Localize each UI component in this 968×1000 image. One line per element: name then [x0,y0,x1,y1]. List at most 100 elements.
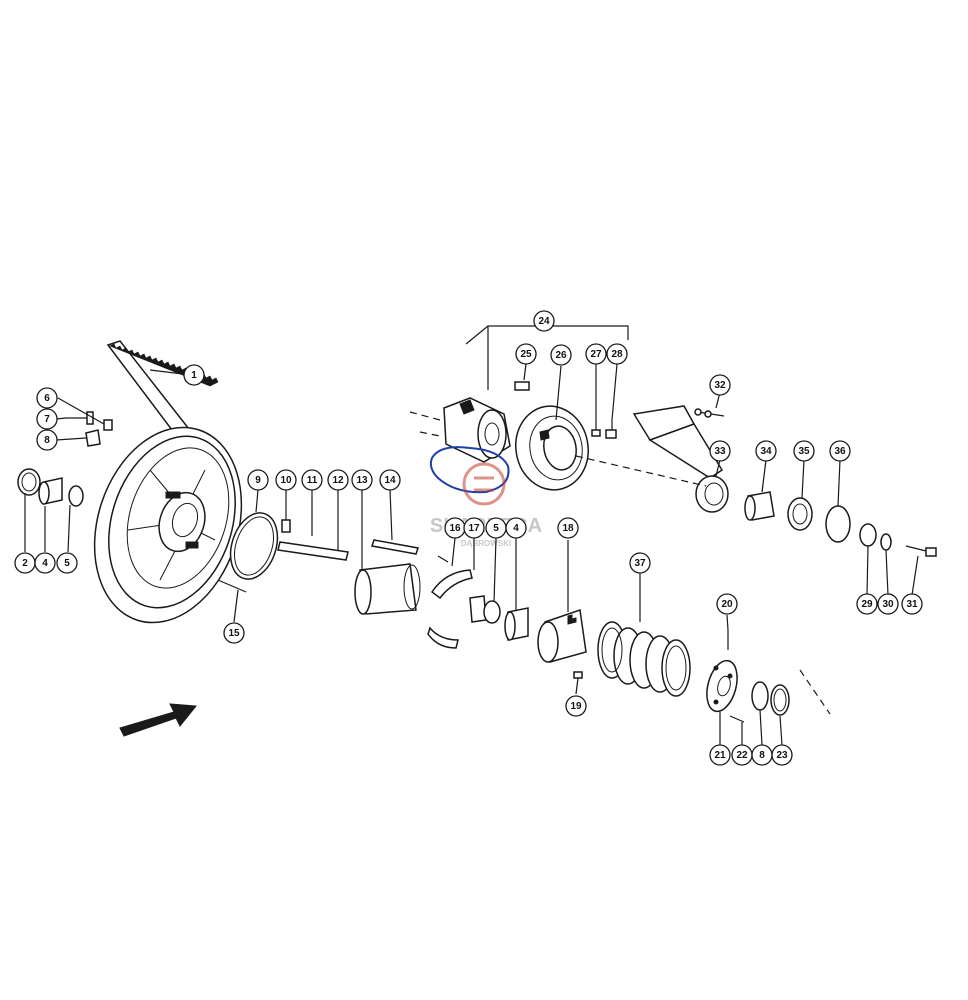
callout-26: 26 [550,344,572,366]
grease-nipple-6 [103,419,113,431]
watermark-subtitle: DĄBROWSKI [461,539,511,548]
callout-number: 11 [307,475,318,486]
direction-arrow-icon [119,703,197,737]
callout-number: 22 [736,750,748,761]
flange-21 [706,659,738,713]
callout-17: 17 [463,517,485,539]
callout-number: 23 [776,750,788,761]
callout-29: 29 [856,593,878,615]
callout-number: 5 [64,558,70,569]
callout-number: 15 [228,628,240,639]
callout-number: 21 [714,750,726,761]
callout-number: 34 [760,446,772,457]
callout-35: 35 [793,440,815,462]
segment-16 [427,626,459,649]
callout-30: 30 [877,593,899,615]
clutch-ring-26 [515,405,589,491]
callout-number: 20 [721,599,733,610]
bearing-35 [787,497,813,531]
callout-number: 16 [449,523,461,534]
callout-5: 5 [485,517,507,539]
callout-number: 17 [468,523,480,534]
pin-19 [573,671,583,679]
callout-number: 28 [611,349,623,360]
callout-1: 1 [183,364,205,386]
key-14 [371,539,419,555]
lever-arm-33 [632,405,729,513]
callout-21: 21 [709,744,731,766]
callout-7: 7 [36,408,58,430]
callout-5: 5 [56,552,78,574]
callout-31: 31 [901,593,923,615]
screw-10 [281,519,291,533]
callout-number: 2 [22,558,28,569]
snap-ring-2 [17,468,41,496]
callout-number: 4 [42,558,48,569]
clutch-housing-18 [537,608,587,663]
callout-25: 25 [515,343,537,365]
bolt-32 [694,408,702,416]
callout-number: 25 [520,349,532,360]
callout-20: 20 [716,593,738,615]
o-ring-5 [68,485,84,507]
callout-number: 37 [634,558,646,569]
callout-18: 18 [557,517,579,539]
callout-14: 14 [379,469,401,491]
callout-16: 16 [444,517,466,539]
watermark-logo: SKARPECA DĄBROWSKI [430,462,542,548]
callout-37: 37 [629,552,651,574]
callout-33: 33 [709,440,731,462]
callout-15: 15 [223,622,245,644]
pulley-wheel [93,426,243,624]
callout-11: 11 [301,469,323,491]
callout-19: 19 [565,695,587,717]
cam-25 [514,381,530,391]
callout-12: 12 [327,469,349,491]
callout-9: 9 [247,469,269,491]
callout-2: 2 [14,552,36,574]
callout-4: 4 [34,552,56,574]
callout-number: 8 [44,435,50,446]
callout-number: 4 [513,523,519,534]
group-bracket-24 [465,325,629,345]
callout-24: 24 [533,310,555,332]
callout-32: 32 [709,374,731,396]
callout-28: 28 [606,343,628,365]
callout-number: 29 [861,599,873,610]
callout-number: 31 [906,599,918,610]
callout-number: 33 [714,446,726,457]
callout-36: 36 [829,440,851,462]
callout-number: 12 [332,475,344,486]
callout-8: 8 [36,429,58,451]
nut-8 [85,429,101,447]
callout-number: 8 [759,750,765,761]
callout-number: 36 [834,446,846,457]
callout-4: 4 [505,517,527,539]
clutch-hub [443,397,511,463]
callout-10: 10 [275,469,297,491]
pin-15 [217,579,247,593]
callout-23: 23 [771,744,793,766]
compression-spring-37 [597,621,691,697]
ring-8b [751,681,769,711]
callout-number: 6 [44,393,50,404]
callout-22: 22 [731,744,753,766]
callout-number: 14 [384,475,396,486]
callout-number: 32 [714,380,726,391]
callout-number: 35 [798,446,810,457]
leader-lines [24,363,919,746]
callout-number: 7 [44,414,50,425]
callout-number: 30 [882,599,894,610]
parts-artwork [17,325,937,737]
o-ring-5b [483,600,501,624]
callout-number: 19 [570,701,582,712]
washer-30 [880,533,892,551]
callout-13: 13 [351,469,373,491]
ring-36 [825,505,851,543]
callout-number: 10 [280,475,292,486]
callout-number: 1 [191,370,197,381]
callout-27: 27 [585,343,607,365]
callout-number: 27 [590,349,602,360]
